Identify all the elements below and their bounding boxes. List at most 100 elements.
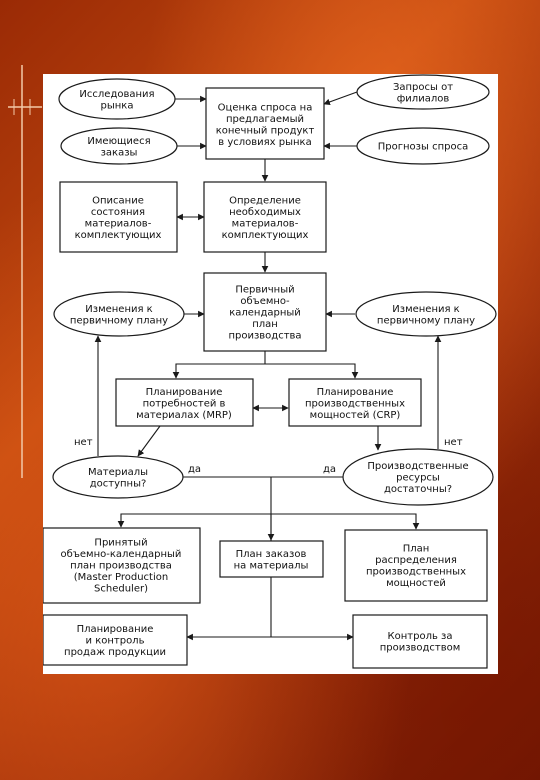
- label-line: Производственные: [367, 461, 468, 472]
- node-prognozy: Прогнозы спроса: [356, 127, 490, 165]
- label-line: Первичный: [235, 285, 294, 296]
- label-line: комплектующих: [222, 230, 309, 241]
- label-line: первичному плану: [70, 315, 168, 326]
- label-line: Имеющиеся: [87, 136, 150, 147]
- label-line: (Master Production: [74, 572, 168, 583]
- label-line: мощностей (CRP): [310, 410, 401, 421]
- edge-label-net-right: нет: [444, 437, 463, 448]
- label-line: производством: [380, 642, 461, 653]
- edge-label-da-left: да: [188, 464, 201, 475]
- label-line: заказы: [101, 147, 138, 158]
- label-line: производственных: [366, 566, 466, 577]
- label-line: Прогнозы спроса: [378, 142, 468, 153]
- label-line: план: [252, 319, 278, 330]
- label-line: Планирование: [77, 624, 154, 635]
- label-line: в условиях рынка: [218, 137, 311, 148]
- label-line: материалов-: [232, 218, 299, 229]
- label-line: Планирование: [317, 387, 394, 398]
- label-line: Запросы от: [393, 82, 453, 93]
- label-line: Контроль за: [388, 631, 453, 642]
- edge-label-da-right: да: [323, 464, 336, 475]
- label-line: необходимых: [229, 207, 301, 218]
- label-line: филиалов: [397, 93, 450, 104]
- edge-pervichny-crp: [265, 363, 359, 379]
- edge-to-plan-raspredeleniya: [271, 513, 420, 530]
- label-line: объемно-календарный: [61, 549, 182, 560]
- label-line: достаточны?: [384, 484, 452, 495]
- label-line: материалов-: [85, 218, 152, 229]
- label-line: производства: [228, 331, 301, 342]
- edge-label-net-left: нет: [74, 437, 93, 448]
- label-line: план производства: [70, 561, 172, 572]
- label-line: доступны?: [90, 478, 147, 489]
- edge-zaprosy-otsenka: [323, 91, 358, 106]
- label-line: Изменения к: [85, 304, 152, 315]
- label-line: комплектующих: [75, 230, 162, 241]
- label-line: первичному плану: [377, 315, 475, 326]
- label-line: календарный: [229, 308, 301, 319]
- label-line: План: [403, 543, 430, 554]
- label-line: состояния: [91, 207, 145, 218]
- label-line: Scheduler): [94, 584, 148, 595]
- label-line: производственных: [305, 399, 405, 410]
- label-line: ресурсы: [396, 473, 440, 484]
- label-line: Описание: [92, 195, 144, 206]
- label-line: потребностей в: [143, 399, 226, 410]
- label-line: материалах (MRP): [136, 410, 232, 421]
- node-prognozy-label: Прогнозы спроса: [378, 142, 468, 153]
- label-line: продаж продукции: [64, 647, 166, 658]
- label-line: рынка: [101, 100, 134, 111]
- label-line: Материалы: [88, 467, 148, 478]
- label-line: Планирование: [146, 387, 223, 398]
- label-line: мощностей: [386, 578, 446, 589]
- label-line: предлагаемый: [226, 114, 304, 125]
- label-line: на материалы: [234, 560, 309, 571]
- label-line: Изменения к: [392, 304, 459, 315]
- label-line: План заказов: [236, 549, 307, 560]
- label-line: Принятый: [94, 538, 147, 549]
- edge-pervichny-mrp: [172, 351, 266, 379]
- label-line: объемно-: [240, 296, 290, 307]
- edge-mrp-materialy: [137, 425, 161, 457]
- label-line: Определение: [229, 195, 301, 206]
- label-line: Исследования: [79, 89, 154, 100]
- label-line: и контроль: [86, 636, 145, 647]
